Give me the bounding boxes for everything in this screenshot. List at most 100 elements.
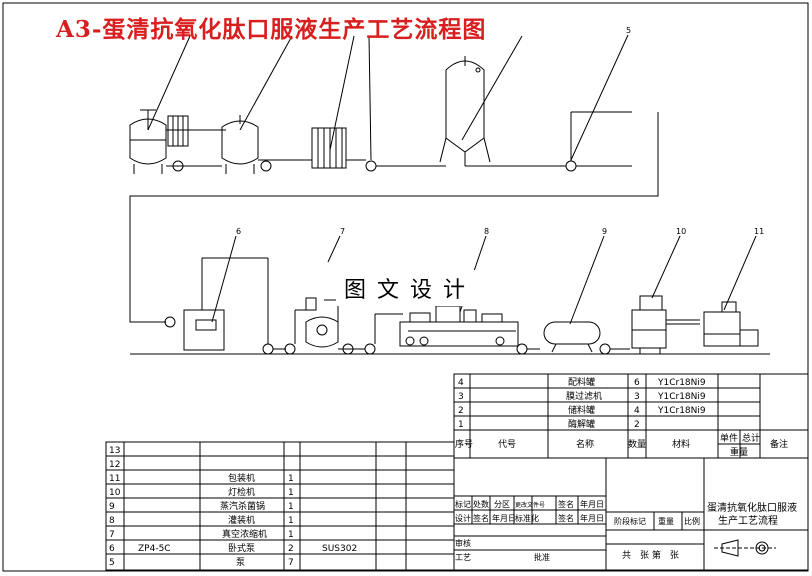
svg-text:Y1Cr18Ni9: Y1Cr18Ni9 <box>657 392 706 402</box>
callout-10: 10 <box>676 227 686 236</box>
drawing-name-line2: 生产工艺流程 <box>718 514 778 527</box>
svg-text:ZP4-5C: ZP4-5C <box>138 544 171 554</box>
light-inspection-machine <box>631 309 667 349</box>
lower-parts-row: 5 泵 7 <box>109 557 294 568</box>
enzymolysis-tank <box>129 118 167 165</box>
svg-text:审核: 审核 <box>455 538 471 548</box>
callout-numbers: 5 6 7 8 9 10 11 <box>236 26 764 236</box>
svg-text:签名: 签名 <box>558 513 574 523</box>
svg-text:灯检机: 灯检机 <box>228 486 255 498</box>
upper-parts-row: 2 储料罐 4 Y1Cr18Ni9 <box>458 404 706 416</box>
svg-text:3: 3 <box>634 392 640 402</box>
svg-text:年月日: 年月日 <box>580 513 604 523</box>
upper-parts-header: 序号 代号 名称 数量 材料 单件 总计 重量 备注 <box>455 432 788 458</box>
svg-text:2: 2 <box>634 420 640 430</box>
svg-text:4: 4 <box>458 378 464 388</box>
svg-text:单件: 单件 <box>720 432 738 444</box>
svg-text:真空浓缩机: 真空浓缩机 <box>222 528 267 540</box>
svg-text:1: 1 <box>458 420 464 430</box>
lower-parts-row: 12 <box>109 460 120 470</box>
upper-parts-row: 3 膜过滤机 3 Y1Cr18Ni9 <box>458 390 706 402</box>
svg-text:标准化: 标准化 <box>515 513 539 523</box>
svg-text:包装机: 包装机 <box>228 472 255 484</box>
svg-text:6: 6 <box>634 378 640 388</box>
pump-icon <box>260 160 272 172</box>
svg-text:Y1Cr18Ni9: Y1Cr18Ni9 <box>657 406 706 416</box>
pump-icon <box>284 343 296 355</box>
svg-text:11: 11 <box>109 474 120 484</box>
svg-text:工艺: 工艺 <box>455 553 471 562</box>
lower-parts-row: 7 真空浓缩机 1 <box>109 528 294 540</box>
svg-text:配料罐: 配料罐 <box>568 376 595 388</box>
svg-text:批准: 批准 <box>534 552 550 562</box>
svg-text:代号: 代号 <box>498 439 516 450</box>
svg-text:1: 1 <box>288 474 294 484</box>
svg-text:总计: 总计 <box>742 432 760 444</box>
svg-text:6: 6 <box>109 544 115 554</box>
svg-text:12: 12 <box>109 460 120 470</box>
svg-text:重量: 重量 <box>730 446 748 458</box>
sterilizer-pot <box>305 316 339 348</box>
svg-text:处数: 处数 <box>473 499 489 509</box>
pump-icon <box>516 343 528 355</box>
svg-text:13: 13 <box>109 446 120 456</box>
drawing-title: A3-蛋清抗氧化肽口服液生产工艺流程图 <box>56 16 487 43</box>
svg-text:7: 7 <box>288 558 294 568</box>
svg-text:签名: 签名 <box>473 513 489 523</box>
projection-symbol <box>721 539 739 557</box>
svg-text:灌装机: 灌装机 <box>228 514 255 526</box>
svg-text:泵: 泵 <box>236 557 245 568</box>
callout-8: 8 <box>484 227 489 236</box>
svg-text:年月日: 年月日 <box>492 513 516 523</box>
title-block-lines <box>453 457 809 571</box>
svg-text:7: 7 <box>109 530 115 540</box>
upper-parts-table-lines <box>453 373 809 459</box>
transfer-pipe <box>129 112 659 323</box>
svg-text:2: 2 <box>458 406 464 416</box>
packaging-machine <box>703 311 741 347</box>
svg-text:序号: 序号 <box>455 438 473 450</box>
svg-text:数量: 数量 <box>628 438 646 450</box>
upper-parts-row: 1 酶解罐 2 <box>458 418 640 430</box>
vacuum-concentrator <box>183 309 225 351</box>
pump-icon <box>565 160 577 172</box>
svg-text:9: 9 <box>109 502 115 512</box>
callout-5: 5 <box>626 26 631 35</box>
svg-text:分区: 分区 <box>494 500 510 509</box>
pump-icon <box>365 160 377 172</box>
svg-text:10: 10 <box>109 488 121 498</box>
svg-text:酶解罐: 酶解罐 <box>568 418 595 430</box>
svg-text:1: 1 <box>288 502 294 512</box>
upper-parts-row: 4 配料罐 6 Y1Cr18Ni9 <box>458 376 706 388</box>
upper-parts-table: 4 配料罐 6 Y1Cr18Ni9 3 膜过滤机 3 Y1Cr18Ni9 2 储… <box>455 376 788 458</box>
svg-text:SUS302: SUS302 <box>322 544 357 554</box>
svg-text:备注: 备注 <box>770 438 788 450</box>
svg-text:3: 3 <box>458 392 464 402</box>
svg-text:标记: 标记 <box>455 499 471 509</box>
svg-text:5: 5 <box>109 558 115 568</box>
callout-7: 7 <box>340 227 345 236</box>
lower-parts-row: 13 <box>109 446 120 456</box>
lower-parts-row: 11 包装机 1 <box>109 472 294 484</box>
svg-text:膜过滤机: 膜过滤机 <box>566 390 602 402</box>
callout-6: 6 <box>236 227 241 236</box>
svg-text:1: 1 <box>288 530 294 540</box>
callout-11: 11 <box>754 227 764 236</box>
callout-9: 9 <box>602 227 607 236</box>
pump-icon <box>164 316 176 328</box>
svg-text:1: 1 <box>288 516 294 526</box>
svg-text:卧式泵: 卧式泵 <box>228 542 255 554</box>
pump-icon <box>262 343 274 355</box>
title-block: 标记 处数 分区 更改文件号 签名 年月日 设计 签名 年月日 标准化 签名 年… <box>455 499 797 562</box>
svg-text:设计: 设计 <box>455 513 471 523</box>
pump-icon <box>364 343 376 355</box>
filling-machine <box>399 321 519 347</box>
upper-process-line <box>129 56 632 174</box>
svg-text:名称: 名称 <box>576 438 594 450</box>
